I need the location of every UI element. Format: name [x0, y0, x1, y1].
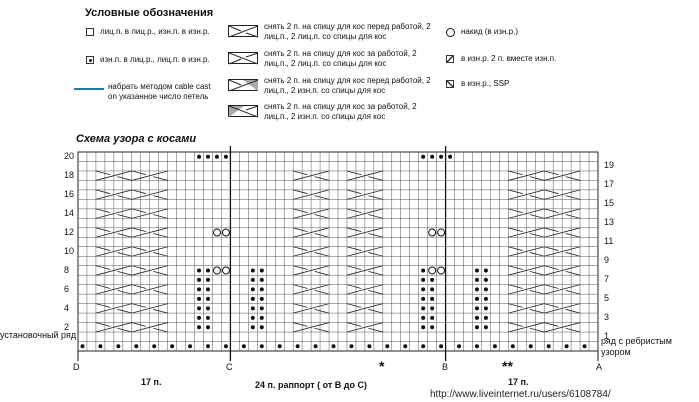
stitch-count-right: 17 п.	[508, 377, 529, 387]
ssp-icon	[446, 80, 454, 88]
row-number-left: 2	[64, 321, 70, 332]
legend-yo-label: накид (в изн.р.)	[461, 27, 518, 36]
legend-cable3-label: снять 2 п. на спицу для кос перед работо…	[264, 76, 431, 95]
legend-cable4-label: снять 2 п. на спицу для кос за работой, …	[264, 102, 417, 121]
row-number-left: 12	[64, 226, 75, 237]
legend-cable2-label: снять 2 п. на спицу для кос за работой, …	[264, 49, 417, 68]
row-number-left: 20	[64, 151, 75, 161]
plain-stitch-symbol-icon	[86, 28, 94, 36]
star-marker-double: **	[502, 358, 513, 374]
yarn-over-icon	[446, 28, 455, 37]
cable-front-knit-icon	[228, 25, 259, 38]
row-number-right: 19	[604, 160, 615, 171]
row-number-right: 7	[604, 274, 610, 285]
row-number-right: 1	[604, 331, 610, 342]
legend-ssp-label: в изн.р., SSP	[461, 79, 510, 88]
row-number-right: 9	[604, 255, 610, 266]
section-letter-d: D	[73, 362, 80, 372]
rib-row-label: ряд с ребристым узором	[601, 336, 699, 358]
k2tog-icon	[446, 55, 454, 63]
section-letter-b: B	[442, 362, 449, 372]
stitch-count-left: 17 п.	[141, 377, 162, 387]
row-number-right: 3	[604, 312, 610, 323]
legend-cast-on-label: набрать методом cable cast on указанное …	[108, 82, 211, 101]
row-number-left: 16	[64, 188, 75, 199]
legend-title: Условные обозначения	[85, 7, 214, 19]
section-letter-a: A	[596, 362, 603, 372]
cable-back-purl-icon	[228, 105, 259, 118]
watermark-url: http://www.liveinternet.ru/users/6108784…	[430, 389, 611, 400]
cast-on-row-label: установочный ряд	[0, 330, 77, 340]
repeat-label: 24 п. раппорт ( от В до С)	[255, 380, 367, 390]
cable-cast-on-line-icon	[74, 88, 104, 90]
row-number-right: 15	[604, 198, 615, 209]
row-number-left: 8	[64, 264, 70, 275]
legend-dot-label: изн.п. в лиц.р., лиц.п. в изн.р.	[100, 55, 210, 64]
star-marker-single: *	[379, 358, 385, 374]
row-number-left: 10	[64, 245, 75, 256]
row-number-left: 6	[64, 283, 70, 294]
legend-plain-label: лиц.п. в лиц.р., изн.п. в изн.р.	[100, 27, 210, 36]
rib-row-label-text: ряд с ребристым узором	[601, 336, 672, 357]
legend-cable1-label: снять 2 п. на спицу для кос перед работо…	[264, 22, 431, 41]
legend-k2tog-label: в изн.р. 2 п. вместе изн.п.	[461, 54, 557, 63]
section-letter-c: C	[226, 362, 233, 372]
row-number-left: 14	[64, 207, 75, 218]
row-number-right: 13	[604, 217, 615, 228]
cable-front-purl-icon	[228, 79, 259, 92]
dot-stitch-symbol-icon	[86, 56, 94, 64]
row-number-right: 11	[604, 236, 614, 247]
schema-title: Схема узора с косами	[76, 133, 197, 145]
row-number-right: 17	[604, 179, 615, 190]
row-number-right: 5	[604, 293, 610, 304]
cable-back-knit-icon	[228, 52, 259, 65]
row-number-left: 18	[64, 169, 75, 180]
row-number-left: 4	[64, 302, 70, 313]
